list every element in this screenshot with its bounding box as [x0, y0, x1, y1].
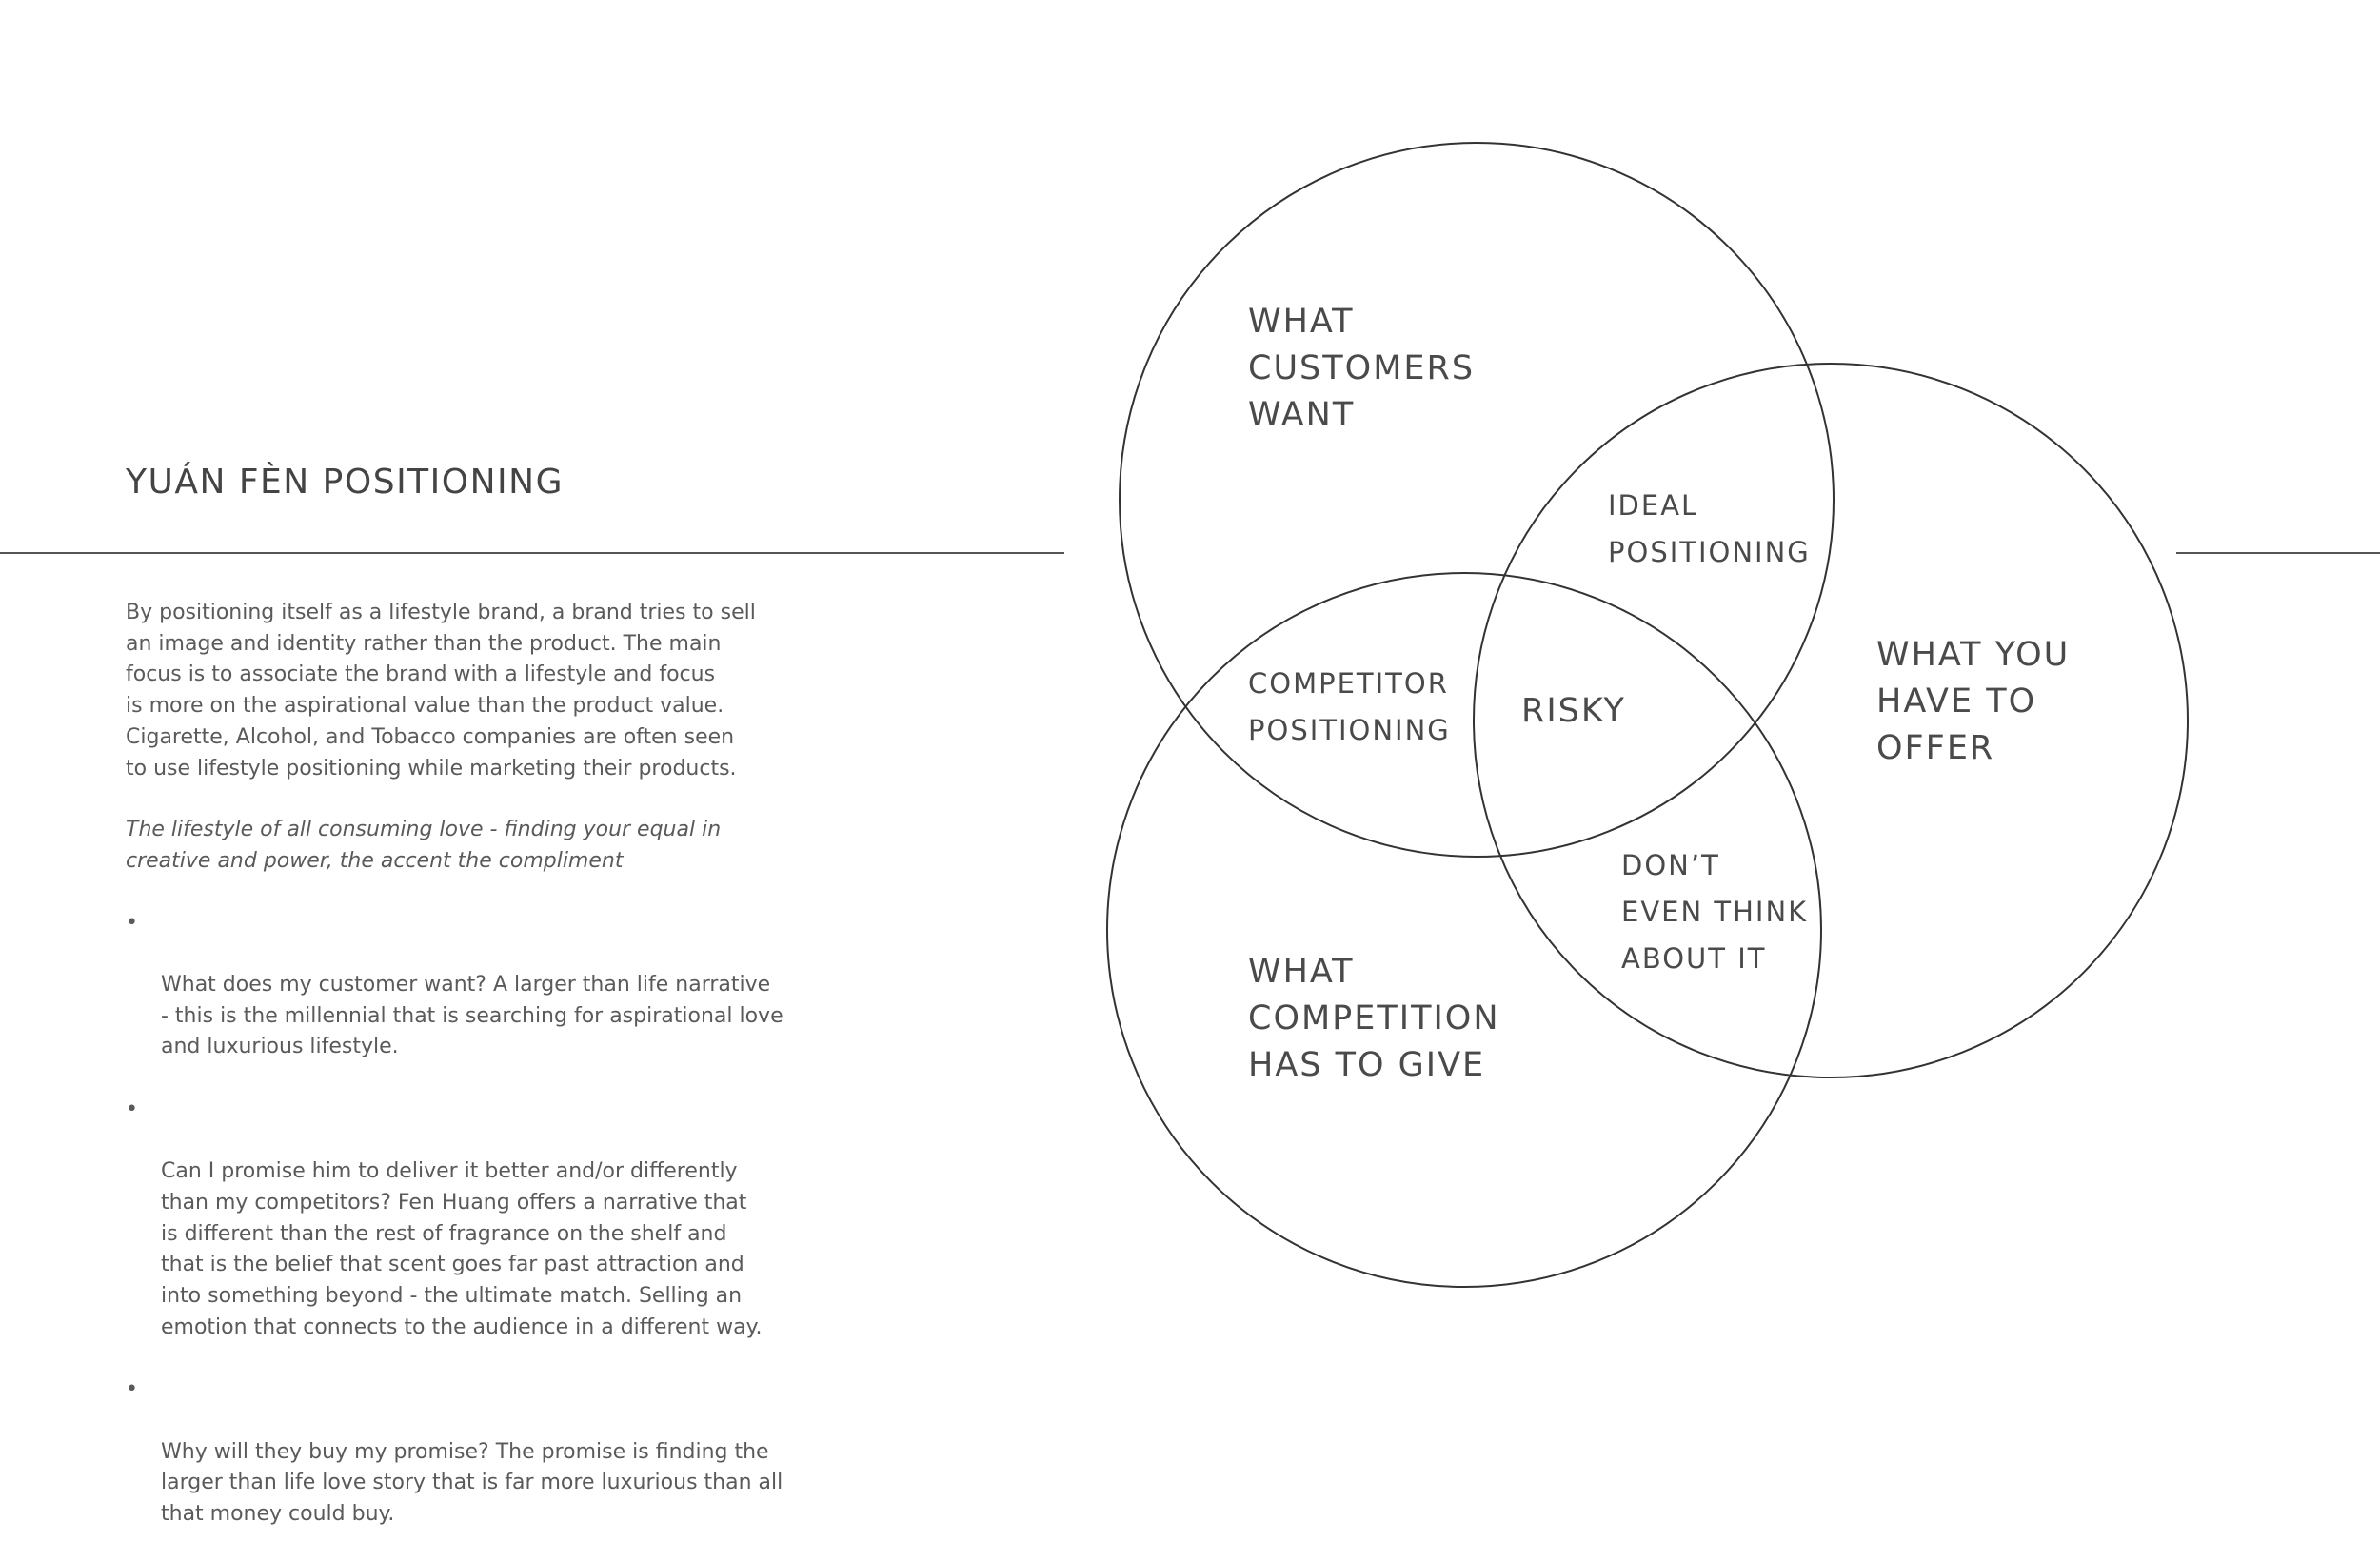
list-item: • What does my customer want? A larger t… — [126, 908, 792, 1064]
label-competitor-positioning: COMPETITOR POSITIONING — [1248, 667, 1451, 746]
label-risky: RISKY — [1521, 692, 1626, 730]
list-item-text: Why will they buy my promise? The promis… — [161, 1439, 783, 1526]
body-text: By positioning itself as a lifestyle bra… — [126, 598, 792, 1561]
label-what-competition-has-to-give: WHAT COMPETITION HAS TO GIVE — [1248, 953, 1500, 1084]
circle-customers — [1119, 142, 1835, 858]
circle-offer — [1473, 363, 2189, 1078]
bullet-icon: • — [126, 1377, 138, 1402]
list-item: • Why will they buy my promise? The prom… — [126, 1374, 792, 1531]
page-title: YUÁN FÈN POSITIONING — [126, 463, 564, 502]
list-item: • Can I promise him to deliver it better… — [126, 1095, 792, 1344]
circle-competition — [1106, 572, 1822, 1288]
tagline: The lifestyle of all consuming love - fi… — [126, 818, 722, 873]
bullet-icon: • — [126, 910, 138, 935]
list-item-text: What does my customer want? A larger tha… — [161, 973, 783, 1059]
header-divider-right — [2176, 552, 2380, 554]
label-dont-even-think-about-it: DON’T EVEN THINK ABOUT IT — [1621, 849, 1809, 975]
label-what-customers-want: WHAT CUSTOMERS WANT — [1248, 303, 1476, 434]
list-item-text: Can I promise him to deliver it better a… — [161, 1159, 763, 1339]
label-what-you-have-to-offer: WHAT YOU HAVE TO OFFER — [1876, 636, 2071, 767]
intro-paragraph: By positioning itself as a lifestyle bra… — [126, 601, 756, 780]
bullet-icon: • — [126, 1097, 138, 1121]
question-list: • What does my customer want? A larger t… — [126, 908, 792, 1531]
label-ideal-positioning: IDEAL POSITIONING — [1608, 489, 1811, 568]
header-divider-left — [0, 552, 1064, 554]
